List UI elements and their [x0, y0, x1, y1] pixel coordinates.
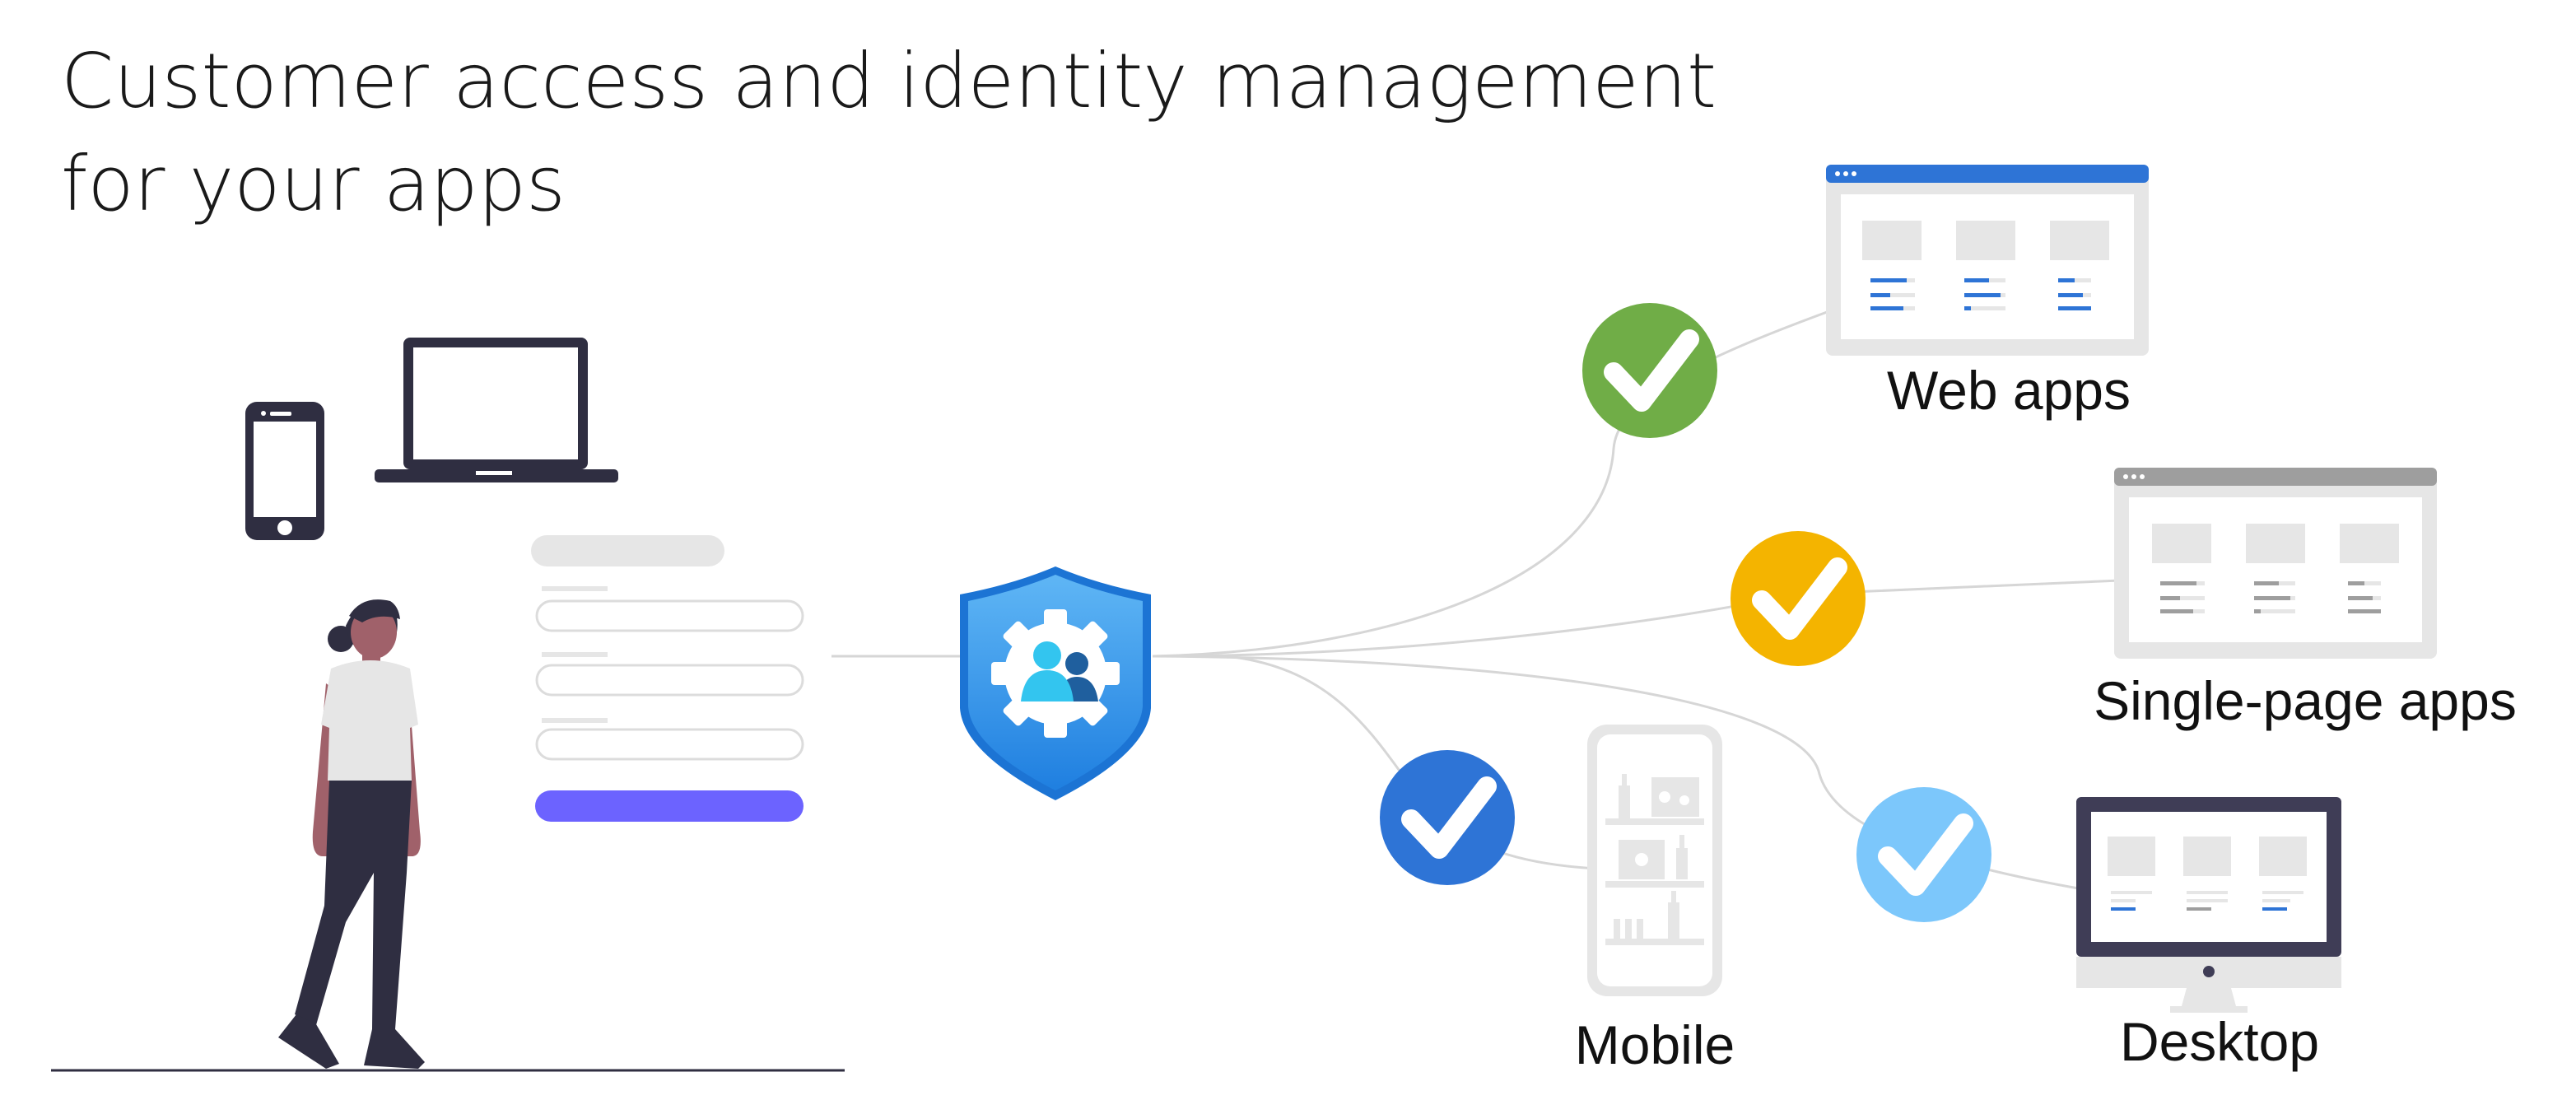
phone-icon: [245, 402, 324, 540]
form-input-1[interactable]: [535, 599, 804, 632]
page-title-line-1: Customer access and identity management: [61, 37, 1717, 125]
page-title-line-2: for your apps: [61, 140, 566, 228]
laptop-icon: [375, 338, 618, 482]
check-icon-desktop: [1856, 787, 1991, 922]
label-desktop: Desktop: [2120, 1011, 2319, 1072]
browser-window-icon-spa: [2114, 468, 2437, 659]
check-icon-spa: [1731, 531, 1866, 666]
person-icon: [278, 599, 425, 1069]
identity-shield-icon: [960, 566, 1151, 800]
label-single-page-apps: Single-page apps: [2094, 670, 2517, 731]
check-icon-mobile: [1380, 750, 1515, 885]
mobile-phone-icon: [1587, 725, 1722, 996]
desktop-monitor-icon: [2076, 797, 2341, 1013]
check-icon-web: [1582, 303, 1717, 438]
form-input-3[interactable]: [535, 728, 804, 761]
browser-window-icon-web: [1826, 165, 2149, 356]
users-icon: [1021, 641, 1098, 701]
login-form: [531, 535, 804, 822]
label-mobile: Mobile: [1575, 1014, 1735, 1075]
label-web-apps: Web apps: [1887, 360, 2131, 421]
form-input-2[interactable]: [535, 664, 804, 697]
form-submit-button[interactable]: [535, 790, 804, 822]
